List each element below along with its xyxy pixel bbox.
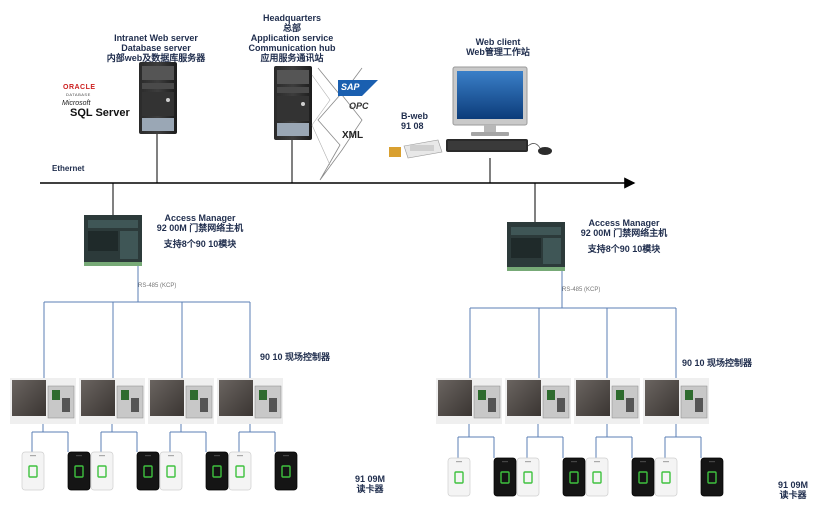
card-reader-left-4 (136, 451, 160, 491)
card-reader-left-7 (228, 451, 252, 491)
access-manager-left-note: 支持8个90 10模块 (163, 239, 237, 249)
bweb-label: B-web 91 08 (401, 111, 451, 131)
intranet-server-label: Intranet Web server Database server 内部we… (96, 33, 216, 63)
access-manager-left-label: Access Manager 92 00M 门禁网络主机 支持8个90 10模块 (150, 213, 250, 249)
reader-label-right-line1: 91 09M (777, 480, 809, 490)
card-reader-right-6 (631, 457, 655, 497)
bweb-line2: 91 08 (401, 121, 424, 131)
access-manager-right-note: 支持8个90 10模块 (587, 244, 661, 254)
bweb-device (389, 139, 443, 159)
bus-tree-right (469, 307, 677, 378)
card-reader-left-3 (90, 451, 114, 491)
web-client-label: Web client Web管理工作站 (448, 37, 548, 57)
reader-bus-lines (31, 424, 702, 458)
field-controllers (10, 378, 709, 424)
headquarters-label: Headquarters 总部 Application service Comm… (232, 13, 352, 63)
oracle-logo: ORACLE (63, 84, 96, 91)
access-manager-right-label: Access Manager 92 00M 门禁网络主机 支持8个90 10模块 (574, 218, 674, 254)
integration-links (317, 67, 363, 181)
bus-tree-left (43, 301, 251, 378)
access-manager-left-title: Access Manager (164, 213, 236, 223)
microsoft-logo: Microsoft (62, 100, 91, 107)
headquarters-line3: Application service (250, 33, 334, 43)
sap-logo-text: SAP (341, 82, 360, 92)
intranet-server-line1: Intranet Web server (114, 33, 198, 43)
card-reader-left-1 (21, 451, 45, 491)
card-reader-right-2 (493, 457, 517, 497)
card-readers (21, 451, 724, 497)
reader-label-left: 91 09M 读卡器 (345, 474, 395, 494)
field-controller-left-2 (79, 378, 145, 424)
integration-links-2 (311, 74, 331, 166)
card-reader-left-8 (274, 451, 298, 491)
field-controller-label-left: 90 10 现场控制器 (260, 352, 331, 362)
reader-label-left-line2: 读卡器 (356, 484, 384, 494)
field-controller-right-3 (574, 378, 640, 424)
card-reader-left-2 (67, 451, 91, 491)
intranet-server-line2: Database server (121, 43, 191, 53)
web-client-computer (446, 66, 552, 155)
reader-label-left-line1: 91 09M (354, 474, 386, 484)
opc-logo: OPC (349, 101, 369, 111)
sql-server-logo: SQL Server (70, 107, 130, 119)
web-client-line2: Web管理工作站 (466, 47, 530, 57)
field-controller-right-2 (505, 378, 571, 424)
access-manager-right (507, 222, 565, 271)
field-controller-left-1 (10, 378, 76, 424)
intranet-server-line3: 内部web及数据库服务器 (106, 53, 206, 63)
headquarters-line1: Headquarters (262, 13, 322, 23)
field-controller-left-4 (217, 378, 283, 424)
oracle-database-logo: DATABASE (66, 92, 91, 97)
sap-logo (338, 80, 378, 96)
reader-label-right-line2: 读卡器 (779, 490, 807, 500)
field-controller-left-3 (148, 378, 214, 424)
web-client-line1: Web client (475, 37, 521, 47)
headquarters-line2: 总部 (282, 23, 301, 33)
access-manager-right-model: 92 00M 门禁网络主机 (580, 228, 668, 238)
card-reader-left-6 (205, 451, 229, 491)
database-server-tower (139, 62, 177, 134)
access-manager-right-title: Access Manager (588, 218, 660, 228)
access-manager-left (84, 215, 142, 266)
access-manager-left-model: 92 00M 门禁网络主机 (156, 223, 244, 233)
card-reader-right-3 (516, 457, 540, 497)
field-controller-label-right: 90 10 现场控制器 (682, 358, 753, 368)
headquarters-line5: 应用服务通讯站 (260, 53, 324, 63)
field-controller-right-1 (436, 378, 502, 424)
ethernet-label: Ethernet (52, 164, 85, 173)
card-reader-left-5 (159, 451, 183, 491)
bweb-line1: B-web (401, 111, 428, 121)
card-reader-right-4 (562, 457, 586, 497)
headquarters-line4: Communication hub (248, 43, 336, 53)
headquarters-server-tower (274, 66, 312, 140)
card-reader-right-1 (447, 457, 471, 497)
reader-label-right: 91 09M 读卡器 (768, 480, 818, 500)
field-controller-right-4 (643, 378, 709, 424)
bus-label-left: RS-485 (KCP) (138, 283, 177, 289)
card-reader-right-7 (654, 457, 678, 497)
card-reader-right-8 (700, 457, 724, 497)
bus-label-right: RS-485 (KCP) (562, 287, 601, 293)
xml-logo: XML (342, 130, 364, 141)
card-reader-right-5 (585, 457, 609, 497)
